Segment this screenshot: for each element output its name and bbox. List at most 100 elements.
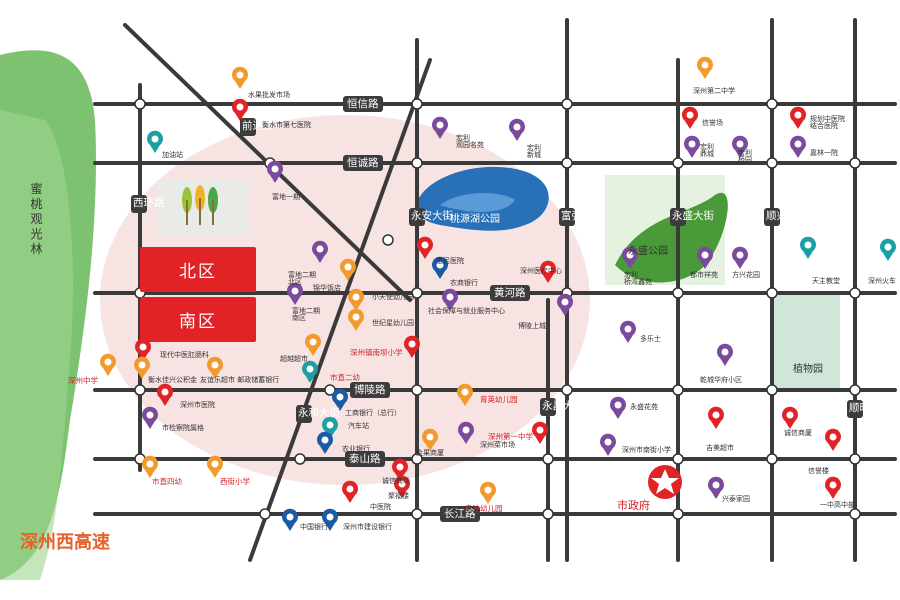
poi-label-jinghua: 锦华饭店 (313, 284, 341, 292)
poi-pin-shiji[interactable] (348, 308, 364, 331)
poi-label-qiche: 汽车站 (348, 422, 369, 430)
poi-pin-shenzhou_market[interactable] (458, 421, 474, 444)
poi-pin-xinhe[interactable] (509, 118, 525, 141)
poi-label-gongshang: 工商银行（总行） (345, 409, 401, 417)
botanic-garden-label: 植物园 (793, 364, 823, 375)
poi-pin-xingtai[interactable] (708, 476, 724, 499)
road-changjiang: 长江路 (440, 506, 480, 523)
poi-label-shiyiyou: 市直四幼 (152, 477, 182, 486)
poi-label-jsbank: 深州市建设银行 (343, 523, 392, 531)
poi-pin-gaoji[interactable] (790, 135, 806, 158)
poi-pin-sz_hosp[interactable] (157, 383, 173, 406)
poi-pin-huimin[interactable] (417, 236, 433, 259)
road-shunwang: 顺旺大街 (847, 400, 891, 418)
south-block[interactable]: 南区 (140, 297, 256, 342)
poi-label-zhongguoyi: 现代中医肛肠科 (160, 351, 209, 359)
poi-pin-gas[interactable] (147, 130, 163, 153)
poi-pin-yizhong[interactable] (532, 421, 548, 444)
poi-pin-jiuzhi[interactable] (732, 135, 748, 158)
poi-pin-yizhongzhong[interactable] (825, 476, 841, 499)
poi-pin-youzheng[interactable] (207, 356, 223, 379)
government-star-icon (648, 465, 682, 499)
poi-pin-chaoren[interactable] (305, 333, 321, 356)
poi-label-guihua: 规划中医院 结合医院 (810, 115, 845, 130)
poi-label-szhuoche: 深州火车 (868, 277, 896, 285)
poi-pin-shebao[interactable] (442, 288, 458, 311)
poi-label-xinyu: 信誉楼 (808, 467, 829, 475)
poi-label-yushang: 信誉场 (702, 119, 723, 127)
poi-label-hongli_mg: 宏利 桥湾鑫苑 (624, 271, 652, 286)
poi-pin-yuanxi[interactable] (432, 116, 448, 139)
poi-pin-gongshang[interactable] (332, 388, 348, 411)
poi-pin-jsbank[interactable] (322, 508, 338, 531)
poi-label-yingmei: 育英幼儿园 (480, 395, 518, 404)
poi-label-jinguo: 金果商厦 (416, 449, 444, 457)
poi-label-gas: 加油站 (162, 151, 183, 159)
taoyuan-park-label: 桃源湖公园 (450, 214, 500, 225)
poi-label-sz_hosp: 深州市医院 (180, 401, 215, 409)
poi-pin-nongshang[interactable] (432, 256, 448, 279)
north-block[interactable]: 北区 (140, 247, 256, 292)
poi-pin-fudi2[interactable] (312, 240, 328, 263)
poi-label-fudi: 富地一期 (272, 193, 300, 201)
poi-label-hspuyi: 衡水佳兴公积金 (148, 376, 197, 384)
poi-label-sz_zhong: 深州中学 (68, 376, 98, 385)
poi-pin-no2school[interactable] (697, 56, 713, 79)
poi-pin-guihua[interactable] (790, 106, 806, 129)
poi-pin-zhongguoyi[interactable] (135, 338, 151, 361)
poi-pin-dushi[interactable] (697, 246, 713, 269)
poi-pin-jinguo[interactable] (422, 428, 438, 451)
poi-pin-hongli_mg[interactable] (622, 246, 638, 269)
poi-label-nongshang: 农商银行 (450, 279, 478, 287)
poi-pin-nanjie[interactable] (600, 433, 616, 456)
poi-pin-zhongyiyuan[interactable] (342, 480, 358, 503)
poi-pin-xianfu[interactable] (684, 135, 700, 158)
poi-pin-qidi[interactable] (480, 481, 496, 504)
poi-pin-qiancheng[interactable] (717, 343, 733, 366)
poi-pin-nongye[interactable] (317, 431, 333, 454)
poi-pin-fudi2s[interactable] (287, 282, 303, 305)
road-yongsheng: 永盛大街 (670, 208, 714, 226)
poi-pin-zgbank[interactable] (282, 508, 298, 531)
poi-pin-shiyiyou[interactable] (142, 455, 158, 478)
poi-pin-fruit_market[interactable] (232, 66, 248, 89)
poi-label-chengxinshang: 诚信商厦 (784, 429, 812, 437)
poi-pin-jiancha[interactable] (142, 406, 158, 429)
poi-label-zgbank: 中国银行 (300, 523, 328, 531)
poi-pin-hspuyi[interactable] (134, 356, 150, 379)
road-fuqiang: 富强大街 (559, 208, 603, 226)
poi-pin-bolinshanghe[interactable] (557, 293, 573, 316)
poi-pin-chengxin[interactable] (392, 458, 408, 481)
poi-pin-xinyu[interactable] (825, 428, 841, 451)
poi-pin-fudi[interactable] (267, 160, 283, 183)
road-boling: 博陵路 (350, 382, 390, 399)
poi-pin-shenzhoudongxiao[interactable] (404, 335, 420, 358)
poi-pin-yongsheng_hy[interactable] (610, 396, 626, 419)
poi-pin-jimei[interactable] (708, 406, 724, 429)
poi-label-huimin: 惠民医院 (436, 257, 464, 265)
poi-pin-fangxing[interactable] (732, 246, 748, 269)
poi-pin-duolesi[interactable] (620, 320, 636, 343)
poi-label-youzheng: 友谊乐超市 邮政储蓄银行 (200, 376, 280, 384)
poi-pin-tianzhu[interactable] (800, 236, 816, 259)
poi-pin-qiche[interactable] (322, 416, 338, 439)
poi-pin-jinghua[interactable] (340, 258, 356, 281)
poi-pin-xiaotian[interactable] (348, 288, 364, 311)
poi-pin-hosp7[interactable] (232, 98, 248, 121)
poi-pin-jiuqi[interactable] (394, 475, 410, 498)
poi-pin-yingmei[interactable] (457, 383, 473, 406)
road-huanghe: 黄河路 (490, 285, 530, 302)
poi-pin-yushang[interactable] (682, 106, 698, 129)
botanic-garden-area (770, 295, 840, 390)
poi-label-tianzhu: 天主教堂 (812, 277, 840, 285)
poi-pin-xisheng[interactable] (207, 455, 223, 478)
poi-pin-chengxinshang[interactable] (782, 406, 798, 429)
poi-pin-szhuoche[interactable] (880, 238, 896, 261)
poi-pin-shenzhouguo[interactable] (540, 260, 556, 283)
poi-pin-shierzhong[interactable] (302, 360, 318, 383)
poi-label-yizhong: 深州第一中学 (488, 432, 533, 441)
poi-label-no2school: 深州第二中学 (693, 87, 735, 95)
poi-label-fudi2s: 富地二期 南区 (292, 307, 320, 322)
poi-pin-sz_zhong[interactable] (99, 353, 116, 376)
